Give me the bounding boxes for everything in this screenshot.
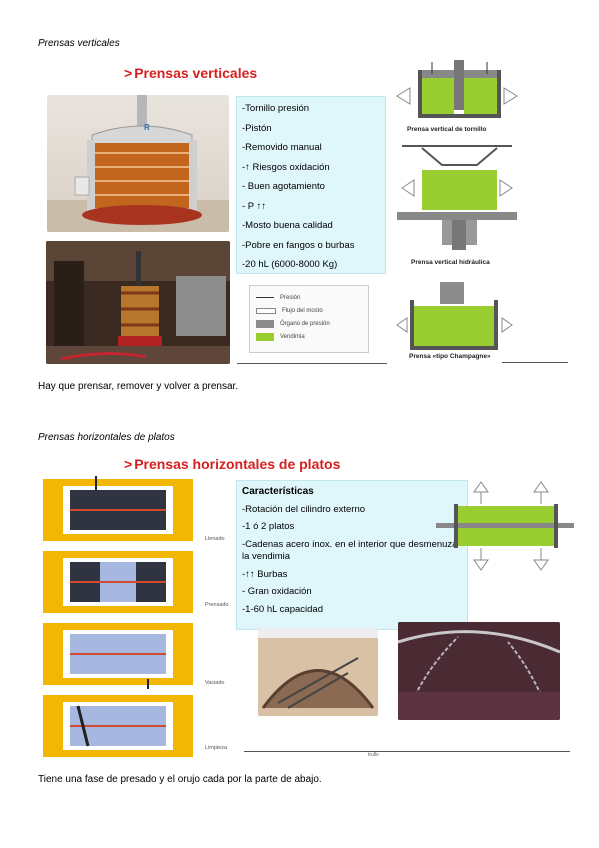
slide-title-horizontal: >Prensas horizontales de platos <box>124 456 341 472</box>
feature-item: -Pistón <box>242 122 272 134</box>
feature-item: -↑↑ Burbas <box>242 568 288 580</box>
press-logo: R <box>144 123 150 132</box>
stage-pressing <box>43 551 193 613</box>
photo-press-interior-2 <box>398 622 560 720</box>
photo-press-interior-1 <box>258 628 378 716</box>
legend-label: Órgano de presión <box>280 320 330 327</box>
screw-press-diagram <box>396 60 518 118</box>
feature-item: - Buen agotamiento <box>242 181 325 192</box>
feature-item: -1 ó 2 platos <box>242 521 295 532</box>
legend-label: Presión <box>280 294 301 301</box>
legend-label: Vendimia <box>280 333 305 340</box>
cellar-press-illustration <box>46 241 230 364</box>
section-heading-horizontal: Prensas horizontales de platos <box>38 432 175 443</box>
pressure-organ-swatch <box>256 319 274 328</box>
feature-item: -Mosto buena calidad <box>242 220 333 231</box>
diagram-label: Prensa vertical hidráulica <box>411 259 490 266</box>
feature-item: -20 hL (6000-8000 Kg) <box>242 259 338 270</box>
feature-item: -1-60 hL capacidad <box>242 603 323 615</box>
press-diagrams <box>396 60 518 350</box>
stage-label: Prensado <box>205 602 229 608</box>
vertical-press-illustration <box>47 95 229 232</box>
stage-filling <box>43 476 193 541</box>
stage-label: Limpieza <box>205 745 228 751</box>
feature-item: - P ↑↑ <box>242 200 267 212</box>
horizontal-press-stages <box>43 476 193 757</box>
footnote: trullo <box>368 752 379 758</box>
photo-vertical-press: R <box>47 95 229 232</box>
stage-cleaning <box>43 695 193 757</box>
slide-title-vertical: >Prensas verticales <box>124 65 258 81</box>
diagram-label: Prensa «tipo Champagne» <box>409 353 491 360</box>
feature-item: -Pobre en fangos o burbas <box>242 239 355 251</box>
vendimia-swatch <box>256 332 274 341</box>
section1-caption: Hay que prensar, remover y volver a pren… <box>38 381 239 392</box>
feature-item: -↑ Riesgos oxidación <box>242 161 330 173</box>
champagne-press-diagram <box>396 282 513 350</box>
features-title: Características <box>242 486 314 497</box>
arrow-icon <box>256 297 274 298</box>
press-chains-illustration <box>398 622 560 720</box>
horizontal-features-box: Características -Rotación del cilindro e… <box>236 480 468 630</box>
plate-press-diagram <box>436 481 574 571</box>
slide-title-text: Prensas horizontales de platos <box>134 456 341 472</box>
section-heading-vertical: Prensas verticales <box>38 38 120 49</box>
stage-emptying <box>43 623 193 689</box>
vertical-features-box: -Tornillo presión -Pistón -Removido manu… <box>236 96 386 274</box>
stage-label: Llenado <box>205 536 225 542</box>
divider-line <box>502 362 568 363</box>
photo-cellar-press <box>46 241 230 364</box>
press-interior-illustration <box>258 628 378 716</box>
flow-arrow-icon <box>256 307 276 314</box>
legend-label: Flujo del mosto <box>282 307 323 314</box>
divider-line <box>244 751 570 752</box>
feature-item: -Tornillo presión <box>242 103 310 114</box>
diagram-legend: Presión Flujo del mosto Órgano de presió… <box>249 285 369 353</box>
feature-item: -Removido manual <box>242 142 322 153</box>
hydraulic-press-diagram <box>397 145 517 250</box>
stage-label: Vaciado <box>205 680 225 686</box>
diagram-label: Prensa vertical de tornillo <box>407 126 487 133</box>
feature-item: - Gran oxidación <box>242 586 312 597</box>
feature-item: -Rotación del cilindro externo <box>242 503 366 515</box>
divider-line <box>237 363 387 364</box>
section2-caption: Tiene una fase de presado y el orujo cad… <box>38 774 322 785</box>
feature-item: -Cadenas acero inox. en el interior que … <box>242 538 458 562</box>
slide-title-text: Prensas verticales <box>134 65 258 81</box>
